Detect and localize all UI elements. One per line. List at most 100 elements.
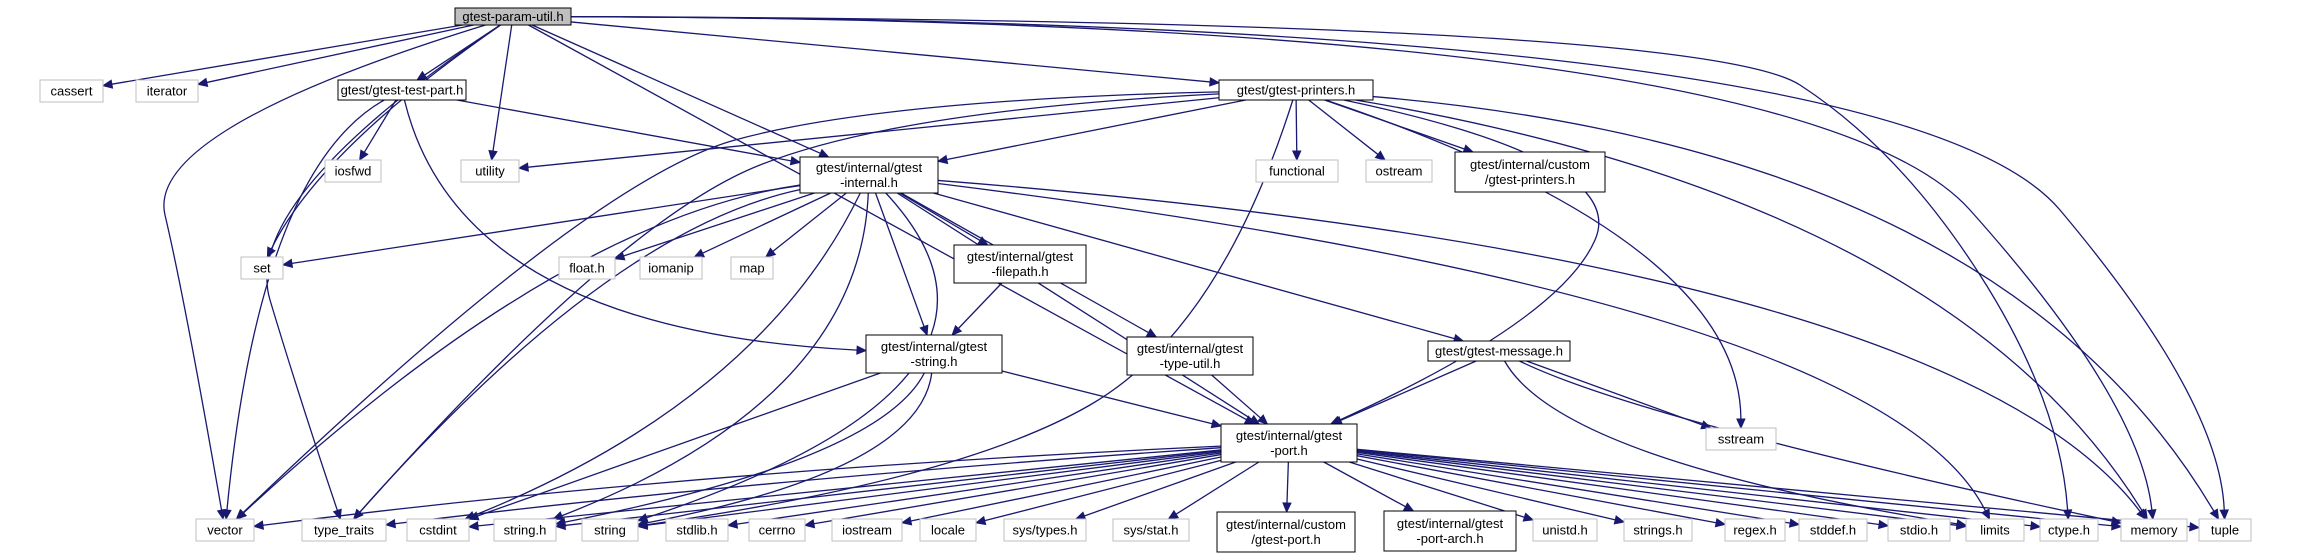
node-stdio: stdio.h (1887, 518, 1951, 542)
node-label-functional: functional (1269, 164, 1325, 179)
edge-root-to-set (266, 24, 502, 259)
edge-internal-to-iomanip (693, 192, 831, 258)
edge-root-to-printers (570, 21, 1221, 87)
node-printers[interactable]: gtest/gtest-printers.h (1218, 79, 1374, 101)
node-custom-port[interactable]: gtest/internal/custom/gtest-port.h (1216, 511, 1356, 553)
node-label-port-arch: -port-arch.h (1416, 531, 1483, 546)
node-label-type-util: -type-util.h (1160, 356, 1221, 371)
edge-port-to-type-traits (384, 447, 1222, 529)
node-label-iostream: iostream (842, 523, 892, 538)
node-label-float: float.h (569, 261, 604, 276)
node-filepath[interactable]: gtest/internal/gtest-filepath.h (953, 244, 1087, 284)
edge-internal-to-map (764, 192, 847, 258)
edge-port-to-cstdint (467, 449, 1222, 531)
node-tuple: tuple (2198, 518, 2252, 542)
node-cassert: cassert (39, 79, 104, 103)
header-nodes: gtest-param-util.h cassert iterator gtest/g… (39, 7, 2252, 553)
node-label-gstring: -string.h (911, 354, 958, 369)
edge-port-to-stddef (1356, 453, 1801, 528)
edge-test-part-to-internal (456, 99, 802, 166)
node-set: set (240, 256, 284, 280)
node-message[interactable]: gtest/gtest-message.h (1427, 340, 1571, 362)
node-custom-printers[interactable]: gtest/internal/custom/gtest-printers.h (1454, 151, 1606, 193)
node-label-limits: limits (1980, 523, 2010, 538)
node-label-type-util: gtest/internal/gtest (1137, 341, 1244, 356)
node-label-cassert: cassert (51, 84, 93, 99)
node-type-traits: type_traits (301, 518, 387, 542)
node-internal[interactable]: gtest/internal/gtest-internal.h (799, 156, 939, 194)
node-label-locale: locale (931, 523, 965, 538)
node-label-stdlib: stdlib.h (676, 523, 717, 538)
node-label-port: -port.h (1270, 443, 1308, 458)
edge-internal-to-port (896, 192, 1261, 425)
edge-gstring-to-port (1001, 370, 1223, 429)
node-gstring[interactable]: gtest/internal/gtest-string.h (865, 334, 1003, 374)
node-stddef: stddef.h (1798, 518, 1868, 542)
edge-root-to-iterator (196, 24, 474, 87)
node-label-custom-printers: gtest/internal/custom (1470, 157, 1590, 172)
node-label-type-traits: type_traits (314, 523, 374, 538)
edge-port-to-ctype (1356, 449, 2042, 531)
node-label-set: set (253, 261, 271, 276)
node-iterator: iterator (135, 79, 199, 103)
node-cstdint: cstdint (406, 518, 470, 542)
edge-port-to-cerrno (803, 453, 1222, 529)
edge-port-to-string-h (554, 450, 1222, 531)
node-label-cstdint: cstdint (419, 523, 457, 538)
edge-test-part-to-iosfwd (359, 99, 397, 162)
node-label-iosfwd: iosfwd (335, 164, 372, 179)
node-label-filepath: -filepath.h (991, 264, 1048, 279)
edge-port-to-memory (1356, 449, 2123, 531)
edge-message-to-memory (1519, 360, 2123, 526)
edge-root-to-memory (570, 16, 2157, 521)
edge-port-to-sys-types (1074, 461, 1236, 521)
node-iomanip: iomanip (639, 256, 703, 280)
node-type-util[interactable]: gtest/internal/gtest-type-util.h (1126, 336, 1254, 376)
edge-printers-to-internal (936, 99, 1246, 165)
node-ostream: ostream (1365, 159, 1433, 183)
node-label-custom-port: gtest/internal/custom (1226, 517, 1346, 532)
node-ctype: ctype.h (2039, 518, 2099, 542)
node-test-part[interactable]: gtest/gtest-test-part.h (337, 79, 467, 101)
node-cerrno: cerrno (748, 518, 806, 542)
edge-port-to-string (636, 451, 1222, 530)
node-port-arch[interactable]: gtest/internal/gtest-port-arch.h (1383, 510, 1517, 552)
node-label-cerrno: cerrno (759, 523, 796, 538)
node-label-custom-port: /gtest-port.h (1251, 532, 1320, 547)
edge-internal-to-cstdint (464, 192, 861, 520)
edge-port-to-limits (1356, 450, 1968, 530)
edge-internal-to-filepath (899, 192, 989, 246)
edge-root-to-internal (531, 24, 830, 158)
node-utility: utility (460, 159, 520, 183)
node-locale: locale (919, 518, 977, 542)
edge-port-to-locale (974, 459, 1222, 526)
edge-message-to-port (1331, 360, 1477, 425)
node-iostream: iostream (831, 518, 903, 542)
node-label-iomanip: iomanip (648, 261, 694, 276)
node-root[interactable]: gtest-param-util.h (454, 7, 572, 26)
edge-type-util-to-port (1211, 374, 1269, 425)
node-label-test-part: gtest/gtest-test-part.h (341, 83, 464, 98)
node-map: map (730, 256, 774, 280)
node-sstream: sstream (1705, 427, 1777, 451)
node-string: string (581, 518, 639, 542)
node-port[interactable]: gtest/internal/gtest-port.h (1220, 423, 1358, 463)
node-memory: memory (2120, 518, 2188, 542)
dependency-edges (101, 15, 2229, 532)
edge-port-to-custom-port (1282, 461, 1292, 514)
node-stdlib: stdlib.h (665, 518, 729, 542)
edge-gstring-to-string-h (554, 372, 925, 527)
node-label-internal: gtest/internal/gtest (816, 160, 923, 175)
node-label-regex: regex.h (1733, 523, 1776, 538)
node-label-port-arch: gtest/internal/gtest (1397, 516, 1504, 531)
node-label-port: gtest/internal/gtest (1236, 428, 1343, 443)
node-label-printers: gtest/gtest-printers.h (1237, 83, 1356, 98)
node-label-sys-types: sys/types.h (1012, 523, 1077, 538)
edge-filepath-to-gstring (951, 282, 1003, 336)
node-label-filepath: gtest/internal/gtest (967, 249, 1074, 264)
edge-internal-to-set (281, 184, 801, 269)
node-label-message: gtest/gtest-message.h (1435, 344, 1563, 359)
node-limits: limits (1965, 518, 2025, 542)
node-regex: regex.h (1724, 518, 1786, 542)
